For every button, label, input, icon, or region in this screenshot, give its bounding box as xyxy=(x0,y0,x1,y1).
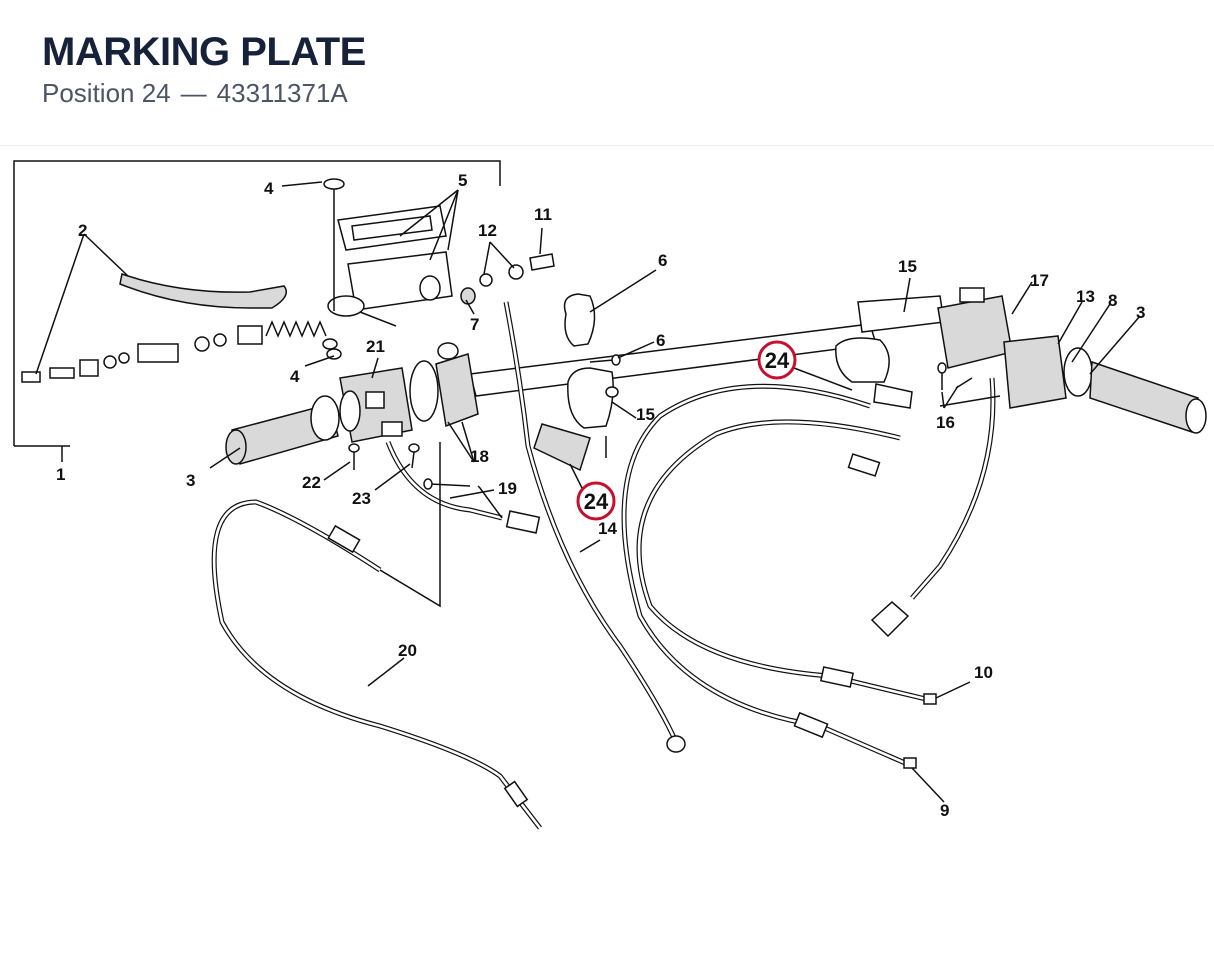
label-20: 20 xyxy=(398,641,417,660)
label-15-right: 15 xyxy=(898,257,917,276)
part-number: 43311371A xyxy=(216,78,348,108)
label-22: 22 xyxy=(302,473,321,492)
clamp-upper xyxy=(563,293,621,366)
clamp-lower xyxy=(533,367,619,472)
label-18: 18 xyxy=(470,447,489,466)
cable-13-harness xyxy=(870,377,996,638)
header: MARKING PLATE Position 24 — 43311371A xyxy=(0,0,1214,146)
label-19: 19 xyxy=(498,479,517,498)
label-21: 21 xyxy=(366,337,385,356)
right-switch-housing xyxy=(835,287,1013,409)
cable-19-harness xyxy=(385,441,541,534)
label-14: 14 xyxy=(598,519,617,538)
highlight-callout-24-clamp: 24 xyxy=(576,481,616,521)
label-9: 9 xyxy=(940,801,949,820)
throttle-drum xyxy=(409,342,479,428)
label-23: 23 xyxy=(352,489,371,508)
exploded-parts-diagram: 1 2 3 3 4 4 5 6 6 7 8 9 10 11 12 13 14 1… xyxy=(13,160,1207,830)
assembly-bracket xyxy=(13,160,501,462)
right-grip xyxy=(1003,335,1207,434)
screws xyxy=(322,253,973,490)
label-4-lower: 4 xyxy=(290,367,300,386)
bolt-top xyxy=(323,178,345,311)
label-6-lower: 6 xyxy=(656,331,665,350)
label-6-top: 6 xyxy=(658,251,667,270)
page-subtitle: Position 24 — 43311371A xyxy=(42,78,348,109)
highlight-callout-24-right: 24 xyxy=(757,340,797,380)
brake-lever xyxy=(119,273,287,309)
leader-lines xyxy=(35,181,1141,803)
label-7: 7 xyxy=(470,315,479,334)
cable-9 xyxy=(621,383,917,769)
label-17: 17 xyxy=(1030,271,1049,290)
cable-14 xyxy=(503,301,686,753)
label-24-clamp: 24 xyxy=(584,489,609,514)
label-12: 12 xyxy=(478,221,497,240)
label-11: 11 xyxy=(534,205,552,224)
label-8: 8 xyxy=(1108,291,1117,310)
page-title: MARKING PLATE xyxy=(42,30,366,74)
label-5: 5 xyxy=(458,171,467,190)
label-10: 10 xyxy=(974,663,993,682)
spring-assembly xyxy=(21,320,342,383)
label-24-right: 24 xyxy=(765,348,790,373)
left-switch-housing xyxy=(339,367,413,443)
part-labels: 1 2 3 3 4 4 5 6 6 7 8 9 10 11 12 13 14 1… xyxy=(56,171,1145,820)
subtitle-separator: — xyxy=(180,78,207,108)
label-15-clamp: 15 xyxy=(636,405,655,424)
label-3-left: 3 xyxy=(186,471,195,490)
label-16: 16 xyxy=(936,413,955,432)
label-2: 2 xyxy=(78,221,87,240)
cable-10 xyxy=(636,419,937,705)
left-grip xyxy=(225,395,340,465)
master-cylinder xyxy=(327,205,476,317)
handlebar-tube xyxy=(469,323,877,397)
position-label: Position 24 xyxy=(42,78,171,108)
label-13: 13 xyxy=(1076,287,1095,306)
cable-20 xyxy=(211,499,542,830)
label-1: 1 xyxy=(56,465,65,484)
label-3-right: 3 xyxy=(1136,303,1145,322)
label-4-top: 4 xyxy=(264,179,274,198)
